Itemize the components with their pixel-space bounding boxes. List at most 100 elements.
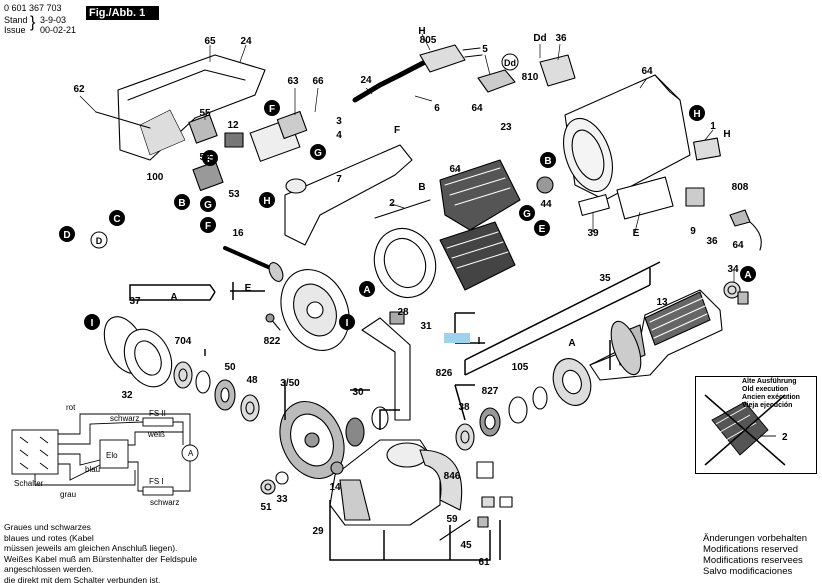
part-label: F — [394, 125, 400, 136]
part-label: I — [204, 348, 207, 359]
mod-line: Salvo modificaciones — [703, 566, 793, 577]
part-label: 100 — [147, 172, 164, 183]
issue-date: 00-02-21 — [40, 25, 77, 35]
part-label: 51 — [260, 502, 272, 513]
marker-h: H — [263, 196, 270, 207]
part-label: 13 — [656, 297, 668, 308]
wire-schwarz-top: schwarz — [110, 414, 139, 423]
old-line-en: Old execution — [742, 386, 789, 393]
part-label: 63 — [287, 76, 299, 87]
part-label: 810 — [522, 72, 539, 83]
mod-line: Modifications reserved — [703, 544, 799, 555]
fs2-label: FS II — [149, 409, 166, 418]
marker-a2: A — [744, 270, 751, 281]
marker-dd2: Dd — [504, 58, 516, 68]
part-label: 6 — [434, 103, 440, 114]
mod-line: Änderungen vorbehalten — [703, 533, 808, 544]
part-label: Dd — [533, 33, 546, 44]
marker-d: D — [63, 230, 70, 241]
note-line: die direkt mit dem Schalter verbunden is… — [4, 574, 161, 583]
part-label: 66 — [312, 76, 324, 87]
part-label: 35 — [599, 273, 611, 284]
marker-c: C — [113, 214, 120, 225]
part-label: 846 — [444, 471, 461, 482]
wire-blau: blau — [85, 465, 100, 474]
fs1-label: FS I — [149, 477, 164, 486]
old-execution-drawing — [704, 394, 786, 466]
part-label: 44 — [540, 199, 552, 210]
modifications-notice: Änderungen vorbehalten Modifications res… — [703, 533, 807, 577]
marker-g2: G — [204, 200, 212, 211]
part-label: 34 — [727, 264, 739, 275]
note-line: blaues und rotes (Kabel — [4, 532, 94, 543]
part-label: 32 — [121, 390, 133, 401]
note-line: angeschlossen werden. — [4, 564, 94, 574]
mod-line: Modifications reservees — [703, 555, 803, 566]
old-line-fr: Ancien exécution — [742, 394, 800, 401]
part-label: 28 — [397, 307, 409, 318]
part-label: B — [418, 182, 425, 193]
marker-dd: D — [96, 236, 103, 246]
part-label: 16 — [232, 228, 244, 239]
part-label: 12 — [227, 120, 239, 131]
part-label: 48 — [246, 375, 258, 386]
marker-circles — [59, 53, 756, 330]
marker-f3: F — [205, 221, 211, 232]
part-label: 826 — [436, 368, 453, 379]
part-label: 822 — [264, 336, 281, 347]
note-line: Graues und schwarzes — [4, 522, 91, 532]
part-label: 64 — [641, 66, 653, 77]
part-label: 59 — [446, 514, 458, 525]
part-label: 50 — [224, 362, 236, 373]
part-label: 36 — [555, 33, 567, 44]
part-label: 14 — [329, 482, 341, 493]
old-line-de: Alte Ausführung — [742, 378, 797, 385]
part-label: 30 — [352, 387, 364, 398]
wire-grau: grau — [60, 490, 76, 499]
part-label: 62 — [73, 84, 85, 95]
part-label: A — [568, 338, 575, 349]
wiring-schematic — [11, 413, 199, 496]
brace: } — [30, 14, 36, 31]
note-line: müssen jeweils am gleichen Anschluß lieg… — [4, 543, 178, 553]
old-execution-part: 2 — [782, 432, 788, 443]
part-label: 24 — [360, 75, 372, 86]
old-date: 3-9-03 — [40, 15, 67, 25]
part-label: 37 — [129, 296, 141, 307]
note-line: Weißes Kabel muß am Bürstenhalter der Fe… — [4, 553, 198, 564]
part-label: 38 — [458, 402, 470, 413]
part-label: 808 — [732, 182, 749, 193]
marker-e: E — [539, 224, 546, 235]
marker-a: A — [363, 285, 370, 296]
part-label: 64 — [732, 240, 744, 251]
old-execution-text: Alte Ausführung Old execution Ancien exé… — [742, 378, 800, 410]
marker-g: G — [314, 148, 322, 159]
marker-g3: G — [523, 209, 531, 220]
part-label: 45 — [460, 540, 472, 551]
part-label: 64 — [471, 103, 483, 114]
part-label: 23 — [500, 122, 512, 133]
part-label: 5 — [482, 44, 488, 55]
part-labels: 65 24 62 63 66 55 12 3 4 52 100 7 53 F H… — [73, 26, 748, 568]
marker-i: I — [91, 318, 94, 329]
motor-label: A — [188, 449, 194, 458]
old-line-es: Vieja ejecución — [742, 402, 793, 409]
wire-weiss: weiß — [147, 430, 165, 439]
document-number: 0 601 367 703 — [4, 3, 62, 13]
part-label: A — [170, 292, 177, 303]
old-execution-box — [695, 376, 817, 474]
part-label: 3/50 — [280, 378, 300, 389]
part-label: 4 — [336, 130, 342, 141]
marker-b: B — [178, 198, 185, 209]
part-label: 24 — [240, 36, 252, 47]
part-label: 7 — [336, 174, 342, 185]
part-label: 105 — [512, 362, 529, 373]
part-label: 52 — [199, 152, 211, 163]
marker-h2: H — [693, 109, 700, 120]
part-label: 3 — [336, 116, 342, 127]
part-label: 1 — [710, 121, 716, 132]
part-label: 827 — [482, 386, 499, 397]
stand-label: Stand — [4, 15, 28, 25]
part-label: 65 — [204, 36, 216, 47]
